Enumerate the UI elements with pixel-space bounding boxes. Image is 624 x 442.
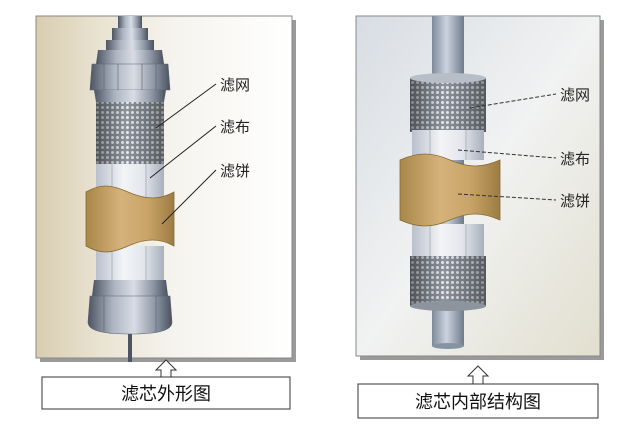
right-label-cloth: 滤布 [560,150,590,168]
left-label-cake: 滤饼 [220,162,250,180]
right-filter-mesh-lower [410,256,486,311]
right-cake-leader [457,193,557,201]
left-label-mesh: 滤网 [220,76,250,94]
right-cloth-leader [457,149,557,159]
left-panel: 滤网 滤布 滤饼 滤芯外形图 [35,15,296,410]
right-mesh-leader [469,93,557,109]
right-rod-bottom [432,343,464,349]
right-label-mesh: 滤网 [560,86,590,104]
left-label-cloth: 滤布 [220,118,250,136]
left-caption: 滤芯外形图 [121,384,211,405]
right-filter-cake [399,153,501,227]
right-filter-mesh-upper [410,73,486,132]
left-filter-mesh [96,102,164,166]
right-label-cake: 滤饼 [560,192,590,210]
right-panel: 滤网 滤布 滤饼 滤芯内部结构图 [355,15,604,419]
left-cake-leader [161,169,217,225]
left-mesh-leader [155,83,217,129]
left-filter-cake [85,185,175,253]
left-caption-arrow [154,359,178,379]
right-filter-cloth [412,130,484,258]
left-caption-box [41,376,291,410]
left-cloth-leader [149,125,217,179]
left-bottom-stem [128,330,132,362]
right-caption-arrow [466,365,490,386]
right-caption-box [357,383,599,419]
left-top-connector [89,16,171,102]
right-caption: 滤芯内部结构图 [415,392,541,413]
left-bottom-cap [87,280,173,335]
